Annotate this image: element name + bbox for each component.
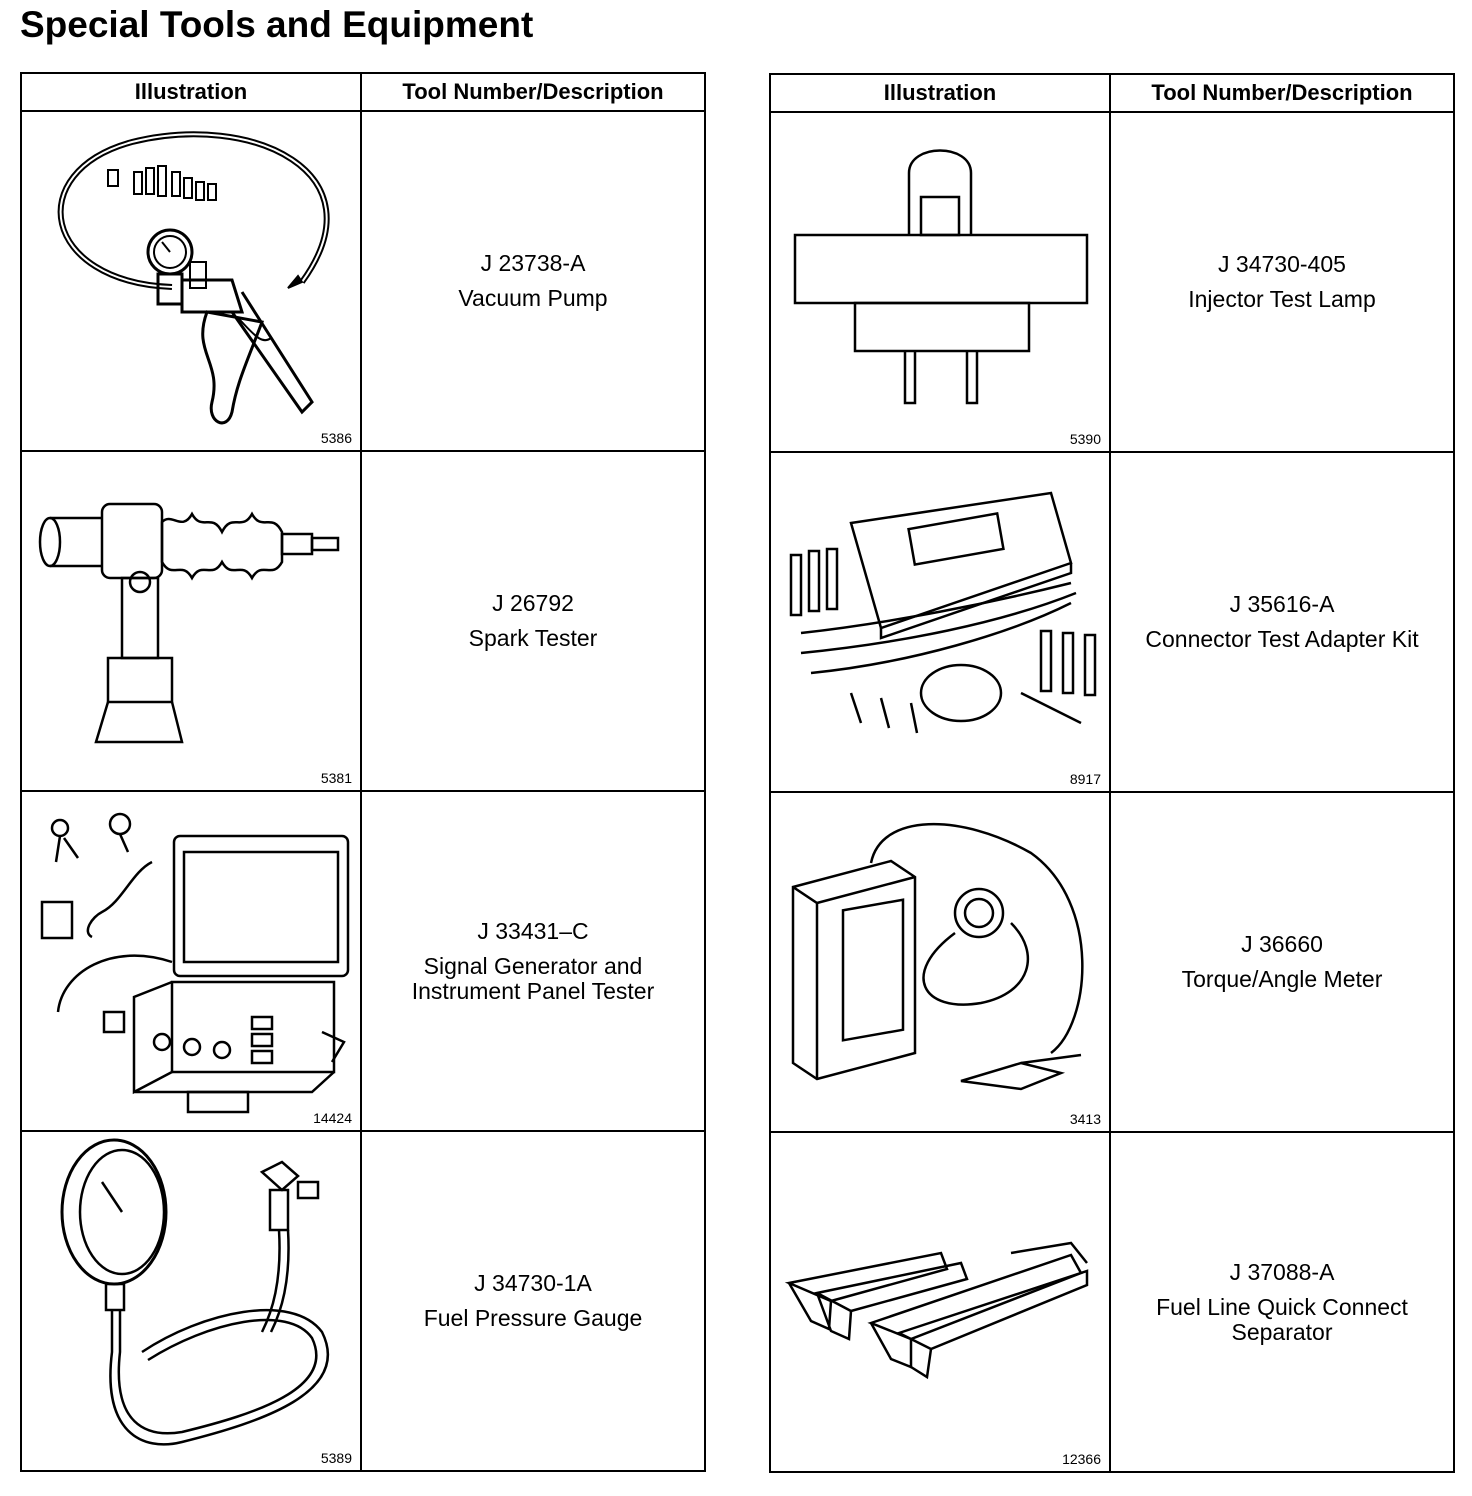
tool-description: Connector Test Adapter Kit: [1145, 626, 1419, 652]
tool-description: Injector Test Lamp: [1188, 286, 1376, 312]
illustration-header: Illustration: [20, 72, 362, 112]
description-cell: J 37088-A Fuel Line Quick Connect Separa…: [1109, 1131, 1455, 1473]
description-cell: J 36660 Torque/Angle Meter: [1109, 791, 1455, 1133]
tool-number: J 23738-A: [480, 250, 586, 276]
quick-connect-separator-icon: [784, 1241, 1089, 1380]
right-tools-table: Illustration Tool Number/Description 539…: [769, 73, 1455, 1473]
tool-description: Signal Generator and Instrument Panel Te…: [411, 952, 655, 1004]
tool-number: J 37088-A: [1229, 1258, 1335, 1285]
tool-description: Fuel Line Quick Connect Separator: [1156, 1293, 1408, 1345]
injector-test-lamp-icon: [793, 149, 1089, 405]
description-cell: J 35616-A Connector Test Adapter Kit: [1109, 451, 1455, 793]
illustration-cell: 3413: [769, 791, 1111, 1133]
table-row: 3413 J 36660 Torque/Angle Meter: [769, 791, 1455, 1133]
description-cell: J 26792 Spark Tester: [360, 450, 706, 792]
tool-number: J 34730-1A: [474, 1270, 592, 1296]
tool-description: Vacuum Pump: [458, 285, 608, 311]
illustration-cell: 14424: [20, 790, 362, 1132]
table-row: 8917 J 35616-A Connector Test Adapter Ki…: [769, 451, 1455, 793]
figure-number: 8917: [1069, 771, 1101, 787]
table-row: 5386 J 23738-A Vacuum Pump: [20, 110, 706, 452]
description-cell: J 33431–C Signal Generator and Instrumen…: [360, 790, 706, 1132]
illustration-cell: 8917: [769, 451, 1111, 793]
table-row: 5389 J 34730-1A Fuel Pressure Gauge: [20, 1130, 706, 1472]
illustration-cell: 5386: [20, 110, 362, 452]
table-header-row: Illustration Tool Number/Description: [769, 73, 1455, 113]
spark-tester-icon: [38, 502, 340, 744]
torque-angle-meter-icon: [791, 822, 1084, 1091]
tool-number: J 34730-405: [1218, 251, 1346, 277]
signal-generator-icon: [40, 812, 350, 1114]
connector-adapter-kit-icon: [789, 491, 1097, 734]
table-header-row: Illustration Tool Number/Description: [20, 72, 706, 112]
table-row: 5390 J 34730-405 Injector Test Lamp: [769, 111, 1455, 453]
illustration-cell: 12366: [769, 1131, 1111, 1473]
illustration-header: Illustration: [769, 73, 1111, 113]
tool-description: Spark Tester: [468, 625, 598, 651]
vacuum-pump-icon: [57, 131, 330, 425]
figure-number: 5389: [320, 1450, 352, 1466]
illustration-cell: 5381: [20, 450, 362, 792]
figure-number: 5390: [1069, 431, 1101, 447]
left-tools-table: Illustration Tool Number/Description: [20, 72, 706, 1472]
figure-number: 14424: [313, 1110, 352, 1126]
table-row: 14424 J 33431–C Signal Generator and Ins…: [20, 790, 706, 1132]
fuel-pressure-gauge-icon: [60, 1138, 330, 1446]
description-cell: J 34730-405 Injector Test Lamp: [1109, 111, 1455, 453]
tool-description-header: Tool Number/Description: [360, 72, 706, 112]
figure-number: 3413: [1069, 1111, 1101, 1127]
tool-description-header: Tool Number/Description: [1109, 73, 1455, 113]
page-title: Special Tools and Equipment: [20, 4, 534, 45]
illustration-cell: 5389: [20, 1130, 362, 1472]
description-cell: J 34730-1A Fuel Pressure Gauge: [360, 1130, 706, 1472]
figure-number: 5386: [320, 430, 352, 446]
tool-description: Torque/Angle Meter: [1181, 966, 1383, 992]
illustration-cell: 5390: [769, 111, 1111, 453]
tool-number: J 35616-A: [1229, 591, 1335, 617]
table-row: 12366 J 37088-A Fuel Line Quick Connect …: [769, 1131, 1455, 1473]
table-row: 5381 J 26792 Spark Tester: [20, 450, 706, 792]
description-cell: J 23738-A Vacuum Pump: [360, 110, 706, 452]
figure-number: 12366: [1062, 1451, 1101, 1467]
tool-description: Fuel Pressure Gauge: [423, 1305, 643, 1331]
tool-number: J 36660: [1241, 931, 1323, 957]
tool-number: J 33431–C: [477, 917, 589, 944]
figure-number: 5381: [320, 770, 352, 786]
tool-number: J 26792: [492, 590, 574, 616]
